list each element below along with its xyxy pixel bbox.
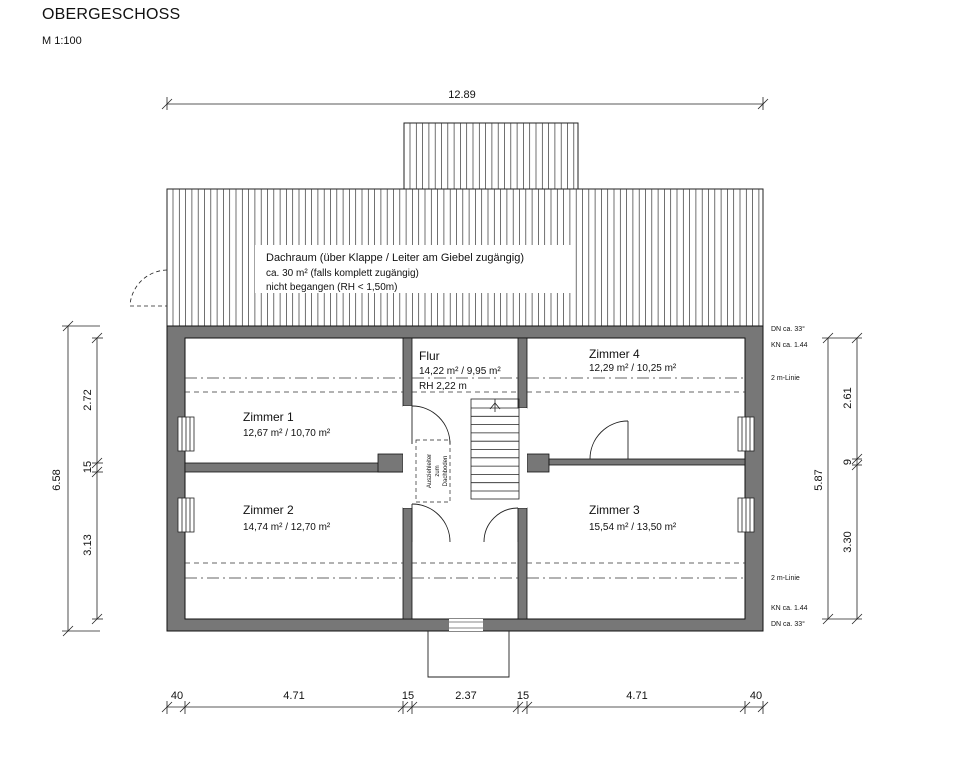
dimension-labels: 12.89 6.58 2.72 15 3.13 5.87 2.61 9 3.30…	[51, 89, 854, 702]
door-openings	[403, 406, 527, 631]
two-m-line-label-top: 2 m-Linie	[771, 375, 800, 382]
roof-hatching	[166, 122, 764, 327]
attic-ladder: Ausziehleiter zum Dachboden	[415, 439, 451, 503]
dim-left-lower: 3.13	[82, 534, 94, 555]
room-name-zimmer4: Zimmer 4	[589, 347, 640, 361]
dim-bottom-7: 40	[750, 690, 762, 702]
room-labels: Zimmer 1 12,67 m² / 10,70 m² Zimmer 2 14…	[243, 347, 677, 533]
roof-annotations: DN ca. 33° KN ca. 1.44 2 m-Linie 2 m-Lin…	[771, 325, 808, 628]
entrance-step	[427, 631, 510, 678]
attic-area: ca. 30 m² (falls komplett zugängig)	[266, 268, 419, 279]
staircase	[470, 398, 520, 500]
dim-bottom-1: 40	[171, 690, 183, 702]
dim-bottom-6: 4.71	[626, 690, 647, 702]
room-name-flur: Flur	[419, 349, 440, 363]
dn-label-top: DN ca. 33°	[771, 325, 805, 333]
room-name-zimmer1: Zimmer 1	[243, 410, 294, 424]
plan-title: OBERGESCHOSS	[42, 6, 181, 23]
room-height-flur: RH 2,22 m	[419, 381, 467, 392]
dim-right-mid: 9	[842, 459, 854, 465]
attic-note: nicht begangen (RH < 1,50m)	[266, 282, 397, 293]
windows	[177, 416, 755, 533]
ladder-note-line2: zum	[435, 465, 441, 476]
dim-bottom-3: 15	[402, 690, 414, 702]
attic-hatch-door	[129, 269, 168, 307]
dim-left-mid: 15	[82, 461, 94, 473]
dim-right-total: 5.87	[813, 469, 825, 490]
plan-scale: M 1:100	[42, 35, 82, 47]
room-area-zimmer4: 12,29 m² / 10,25 m²	[589, 363, 677, 374]
dim-top-total: 12.89	[448, 89, 476, 101]
dimension-lines	[62, 97, 863, 714]
dim-right-upper: 2.61	[842, 387, 854, 408]
dim-right-lower: 3.30	[842, 531, 854, 552]
dim-bottom-2: 4.71	[283, 690, 304, 702]
dim-left-upper: 2.72	[82, 389, 94, 410]
door-swings	[411, 405, 629, 543]
two-m-line-label-bottom: 2 m-Linie	[771, 575, 800, 582]
ladder-note-line1: Ausziehleiter	[427, 454, 433, 488]
dim-bottom-4: 2.37	[455, 690, 476, 702]
room-name-zimmer3: Zimmer 3	[589, 503, 640, 517]
height-lines	[185, 377, 745, 579]
attic-title: Dachraum (über Klappe / Leiter am Giebel…	[266, 252, 524, 264]
kn-label-bottom: KN ca. 1.44	[771, 605, 808, 612]
dn-label-bottom: DN ca. 33°	[771, 620, 805, 628]
room-area-flur: 14,22 m² / 9,95 m²	[419, 366, 501, 377]
room-area-zimmer1: 12,67 m² / 10,70 m²	[243, 428, 331, 439]
room-area-zimmer2: 14,74 m² / 12,70 m²	[243, 522, 331, 533]
ladder-note-line3: Dachboden	[443, 456, 449, 487]
kn-label-top: KN ca. 1.44	[771, 342, 808, 349]
room-area-zimmer3: 15,54 m² / 13,50 m²	[589, 522, 677, 533]
dim-bottom-5: 15	[517, 690, 529, 702]
dim-left-total: 6.58	[51, 469, 63, 490]
attic-label: Dachraum (über Klappe / Leiter am Giebel…	[266, 252, 524, 293]
room-name-zimmer2: Zimmer 2	[243, 503, 294, 517]
